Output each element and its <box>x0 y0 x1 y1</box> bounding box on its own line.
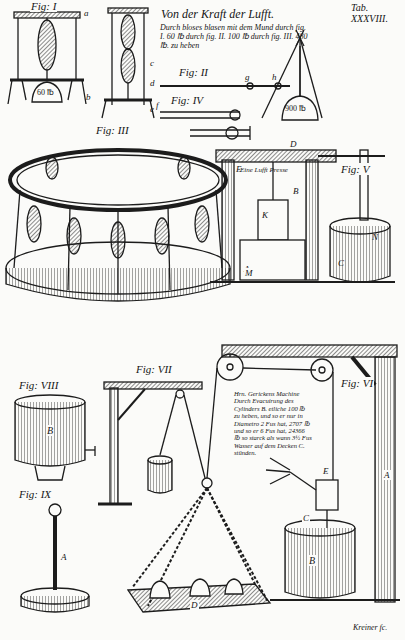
fig-4-pipe <box>160 110 250 140</box>
callout-letter: E <box>322 466 330 476</box>
callout-letter: b <box>86 92 91 102</box>
fig-6-machine <box>207 345 400 602</box>
figure-label: Fig: III <box>95 124 130 136</box>
callout-letter: B <box>308 555 316 566</box>
machine-note: Hrn. Gerickens Machine Durch Evacuirung … <box>234 390 312 456</box>
callout-letter: g <box>245 72 250 82</box>
callout-letter: A <box>383 470 391 480</box>
callout-letter: a <box>84 8 89 18</box>
callout-letter: M <box>244 268 254 278</box>
fig-7-platform <box>128 488 270 612</box>
callout-letter: e <box>150 104 154 114</box>
fig-9-stand <box>21 504 89 612</box>
callout-letter: d <box>150 78 155 88</box>
fig-1-frame <box>8 12 86 104</box>
callout-letter: K <box>262 210 268 220</box>
fig-3-ring <box>6 150 230 301</box>
callout-letter: B <box>46 425 54 436</box>
fig-5-press <box>210 150 395 282</box>
figure-label: Fig: II <box>178 66 209 78</box>
engraver-signature: Kreiner fc. <box>352 624 388 633</box>
figure-label: Fig: IV <box>170 94 204 106</box>
plate-note: Durch bloses blasen mit dem Mund durch f… <box>160 24 310 51</box>
callout-letter: h <box>272 72 277 82</box>
callout-letter: A <box>60 552 68 562</box>
press-label: Eine Lufft Presse <box>240 167 300 175</box>
callout-letter: C <box>338 258 344 268</box>
figure-label: Fig: VII <box>135 363 173 375</box>
callout-letter: D <box>190 600 199 610</box>
plate-number: Tab. XXXVIII. <box>350 2 405 24</box>
fig-8-vessel <box>15 395 95 480</box>
weight-label: 60 ℔ <box>37 89 54 98</box>
figure-label: Fig: I <box>30 0 57 12</box>
figure-label: Fig: VIII <box>18 379 59 391</box>
fig-1-column <box>102 8 154 118</box>
callout-letter: C <box>302 513 310 523</box>
figure-label: Fig: IX <box>18 488 52 500</box>
callout-letter: B <box>293 186 299 196</box>
plate-title: Von der Kraft der Lufft. <box>160 8 352 21</box>
callout-letter: f <box>156 100 159 110</box>
figure-label: Fig: VI <box>340 377 374 389</box>
callout-letter: N <box>372 232 378 242</box>
callout-letter: E <box>236 164 242 174</box>
weight-label: 900 ℔ <box>285 105 306 114</box>
fig-7-gallows <box>98 382 212 504</box>
callout-letter: D <box>290 139 297 149</box>
figure-label: Fig: V <box>340 163 370 175</box>
callout-letter: c <box>150 58 154 68</box>
